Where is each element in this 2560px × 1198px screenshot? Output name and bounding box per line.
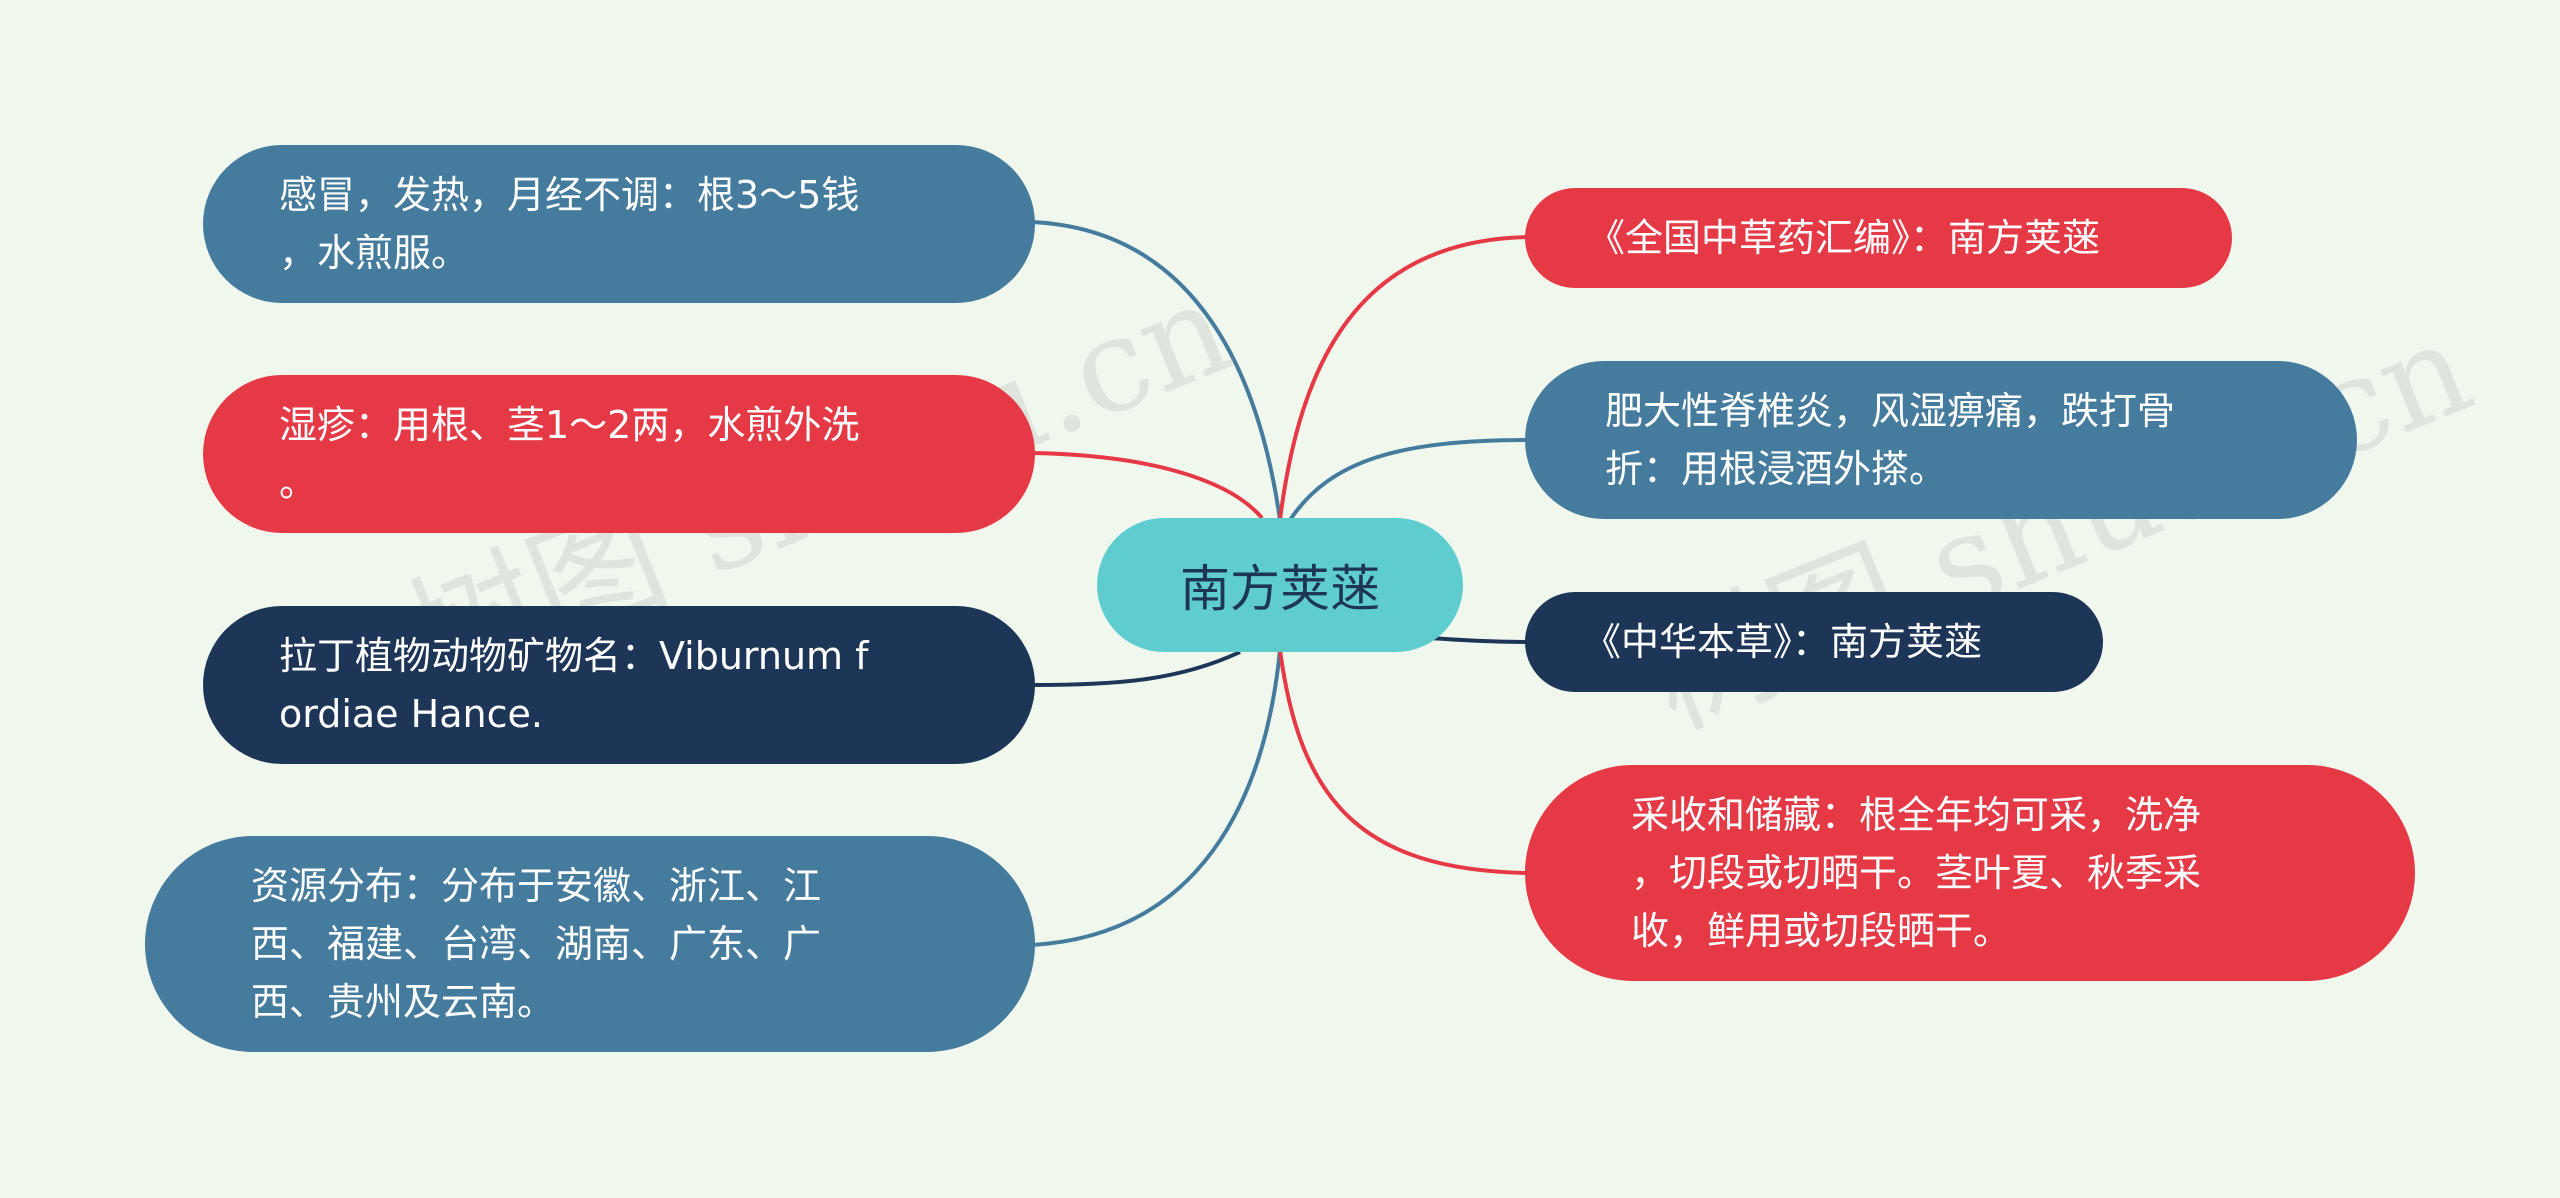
node-harvest-storage-text: 采收和储藏：根全年均可采，洗净 ，切段或切晒干。茎叶夏、秋季采 收，鲜用或切段晒…	[1631, 793, 2202, 953]
connector-right-3	[1429, 636, 1529, 644]
node-cold-fever[interactable]: 感冒，发热，月经不调：根3～5钱 ，水煎服。	[203, 145, 1035, 303]
node-harvest-storage[interactable]: 采收和储藏：根全年均可采，洗净 ，切段或切晒干。茎叶夏、秋季采 收，鲜用或切段晒…	[1525, 765, 2415, 981]
node-chinese-materia-medica-text: 《中华本草》：南方荚蒾	[1583, 620, 1983, 664]
connector-left-3	[1031, 650, 1241, 687]
node-latin-name-text: 拉丁植物动物矿物名：Viburnum f ordiae Hance.	[279, 634, 869, 736]
node-eczema[interactable]: 湿疹：用根、茎1～2两，水煎外洗 。	[203, 375, 1035, 533]
connector-left-2	[1031, 451, 1264, 520]
connector-right-2	[1288, 438, 1529, 522]
node-latin-name[interactable]: 拉丁植物动物矿物名：Viburnum f ordiae Hance.	[203, 606, 1035, 764]
connector-right-1	[1278, 235, 1529, 521]
central-topic[interactable]: 南方荚蒾	[1097, 518, 1463, 652]
node-spondylitis-text: 肥大性脊椎炎，风湿痹痛，跌打骨 折：用根浸酒外搽。	[1605, 389, 2176, 491]
node-compendium-text: 《全国中草药汇编》：南方荚蒾	[1587, 216, 2101, 260]
node-compendium[interactable]: 《全国中草药汇编》：南方荚蒾	[1525, 188, 2232, 288]
connector-right-4	[1278, 649, 1529, 875]
node-distribution[interactable]: 资源分布：分布于安徽、浙江、江 西、福建、台湾、湖南、广东、广 西、贵州及云南。	[145, 836, 1035, 1052]
node-spondylitis[interactable]: 肥大性脊椎炎，风湿痹痛，跌打骨 折：用根浸酒外搽。	[1525, 361, 2357, 519]
connector-left-4	[1031, 649, 1282, 947]
node-chinese-materia-medica[interactable]: 《中华本草》：南方荚蒾	[1525, 592, 2103, 692]
node-cold-fever-text: 感冒，发热，月经不调：根3～5钱 ，水煎服。	[279, 173, 860, 275]
node-distribution-text: 资源分布：分布于安徽、浙江、江 西、福建、台湾、湖南、广东、广 西、贵州及云南。	[251, 864, 822, 1024]
node-eczema-text: 湿疹：用根、茎1～2两，水煎外洗 。	[279, 403, 860, 505]
central-topic-label: 南方荚蒾	[1180, 560, 1380, 618]
connector-left-1	[1031, 220, 1282, 521]
